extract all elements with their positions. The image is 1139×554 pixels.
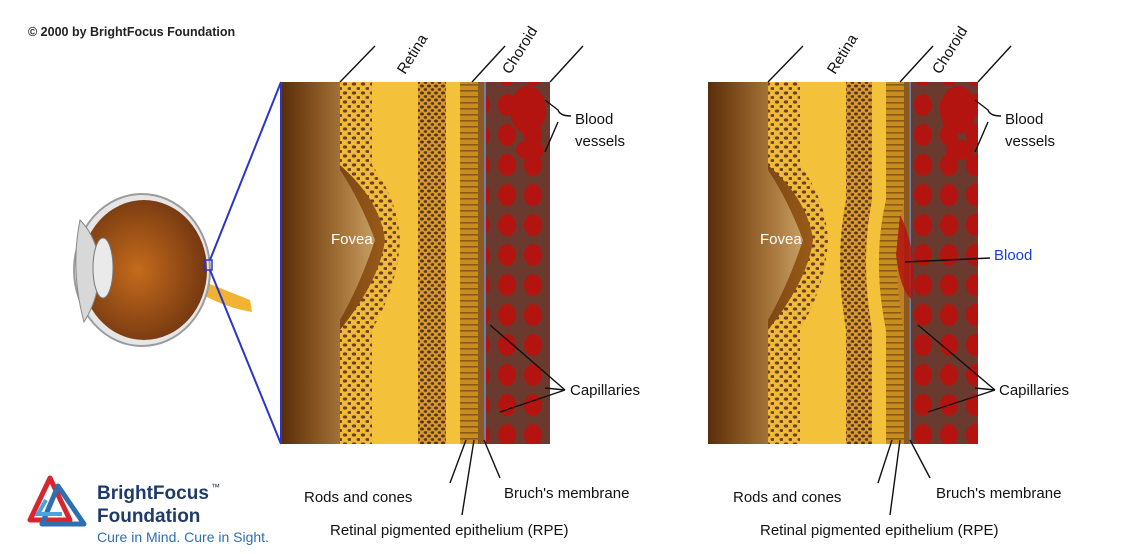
brand-trademark: ™	[211, 482, 220, 492]
panel-2-choroid-layer	[911, 82, 978, 444]
panel-2-rods-label: Rods and cones	[733, 489, 841, 506]
panel-1-vessel-top	[510, 86, 546, 134]
panel-1-illustration	[282, 82, 550, 444]
panel-2-rpe-label: Retinal pigmented epithelium (RPE)	[760, 522, 998, 539]
eye-lens	[93, 238, 113, 298]
panel-2-vessels-label-1: Blood	[1005, 111, 1043, 128]
panel-1-retina-label: Retina	[394, 31, 432, 77]
panel-2-vessel-mid	[946, 140, 974, 160]
panel-1-bruch-label: Bruch's membrane	[504, 485, 629, 502]
panel-1-retina-tick-right	[472, 46, 505, 82]
panel-2-choroid-tick	[978, 46, 1011, 82]
panel-1-rods-label: Rods and cones	[304, 489, 412, 506]
zoom-line-bottom	[210, 270, 281, 444]
optic-nerve	[205, 282, 252, 312]
panel-2-fovea-label: Fovea	[760, 231, 802, 248]
panel-1-rpe-layer	[478, 82, 484, 444]
panel-1-capillaries-label: Capillaries	[570, 382, 640, 399]
panel-1-rpe-label: Retinal pigmented epithelium (RPE)	[330, 522, 568, 539]
panel-2-retina-tick-left	[768, 46, 803, 82]
brand-name-line-1: BrightFocus	[97, 483, 209, 504]
panel-1-vessels-label-2: vessels	[575, 133, 625, 150]
brand-name-line-2: Foundation	[97, 506, 200, 527]
panel-2-vessel-top	[940, 86, 976, 134]
panel-2-vessels-bracket	[975, 100, 1001, 152]
copyright-text: © 2000 by BrightFocus Foundation	[28, 25, 235, 39]
panel-2-rods-line	[878, 440, 892, 483]
panel-1-vessel-mid	[516, 140, 544, 160]
panel-1-bruch-pointer	[484, 440, 500, 478]
panel-2-retina-tick-right	[900, 46, 933, 82]
panel-2-blood-label: Blood	[994, 247, 1032, 264]
panel-2-rpe-line	[890, 440, 900, 515]
panel-1-outer-plexiform	[446, 82, 460, 444]
panel-2-illustration	[708, 82, 978, 444]
panel-1-fovea-label: Fovea	[331, 231, 373, 248]
brightfocus-logo	[30, 478, 84, 524]
panel-1-choroid-layer	[486, 82, 550, 444]
panel-1-choroid-tick	[550, 46, 583, 82]
panel-1-rpe-line	[462, 440, 474, 515]
panel-2-bruch-pointer	[910, 440, 930, 478]
panel-2-retina-label: Retina	[824, 31, 862, 77]
panel-2-choroid-label: Choroid	[929, 24, 971, 78]
eye-illustration	[74, 194, 252, 346]
panel-1-rods-line	[450, 440, 466, 483]
panel-1-vessels-label-1: Blood	[575, 111, 613, 128]
panel-1-choroid-label: Choroid	[499, 24, 541, 78]
panel-1-rods-cones-layer	[460, 82, 478, 444]
panel-1-retina-tick-left	[340, 46, 375, 82]
zoom-line-top	[210, 82, 281, 260]
brand-tagline: Cure in Mind. Cure in Sight.	[97, 529, 269, 545]
panel-2-vessels-label-2: vessels	[1005, 133, 1055, 150]
panel-1-inner-nuclear	[418, 82, 446, 444]
panel-2-capillaries-label: Capillaries	[999, 382, 1069, 399]
panel-2-bruch-label: Bruch's membrane	[936, 485, 1061, 502]
